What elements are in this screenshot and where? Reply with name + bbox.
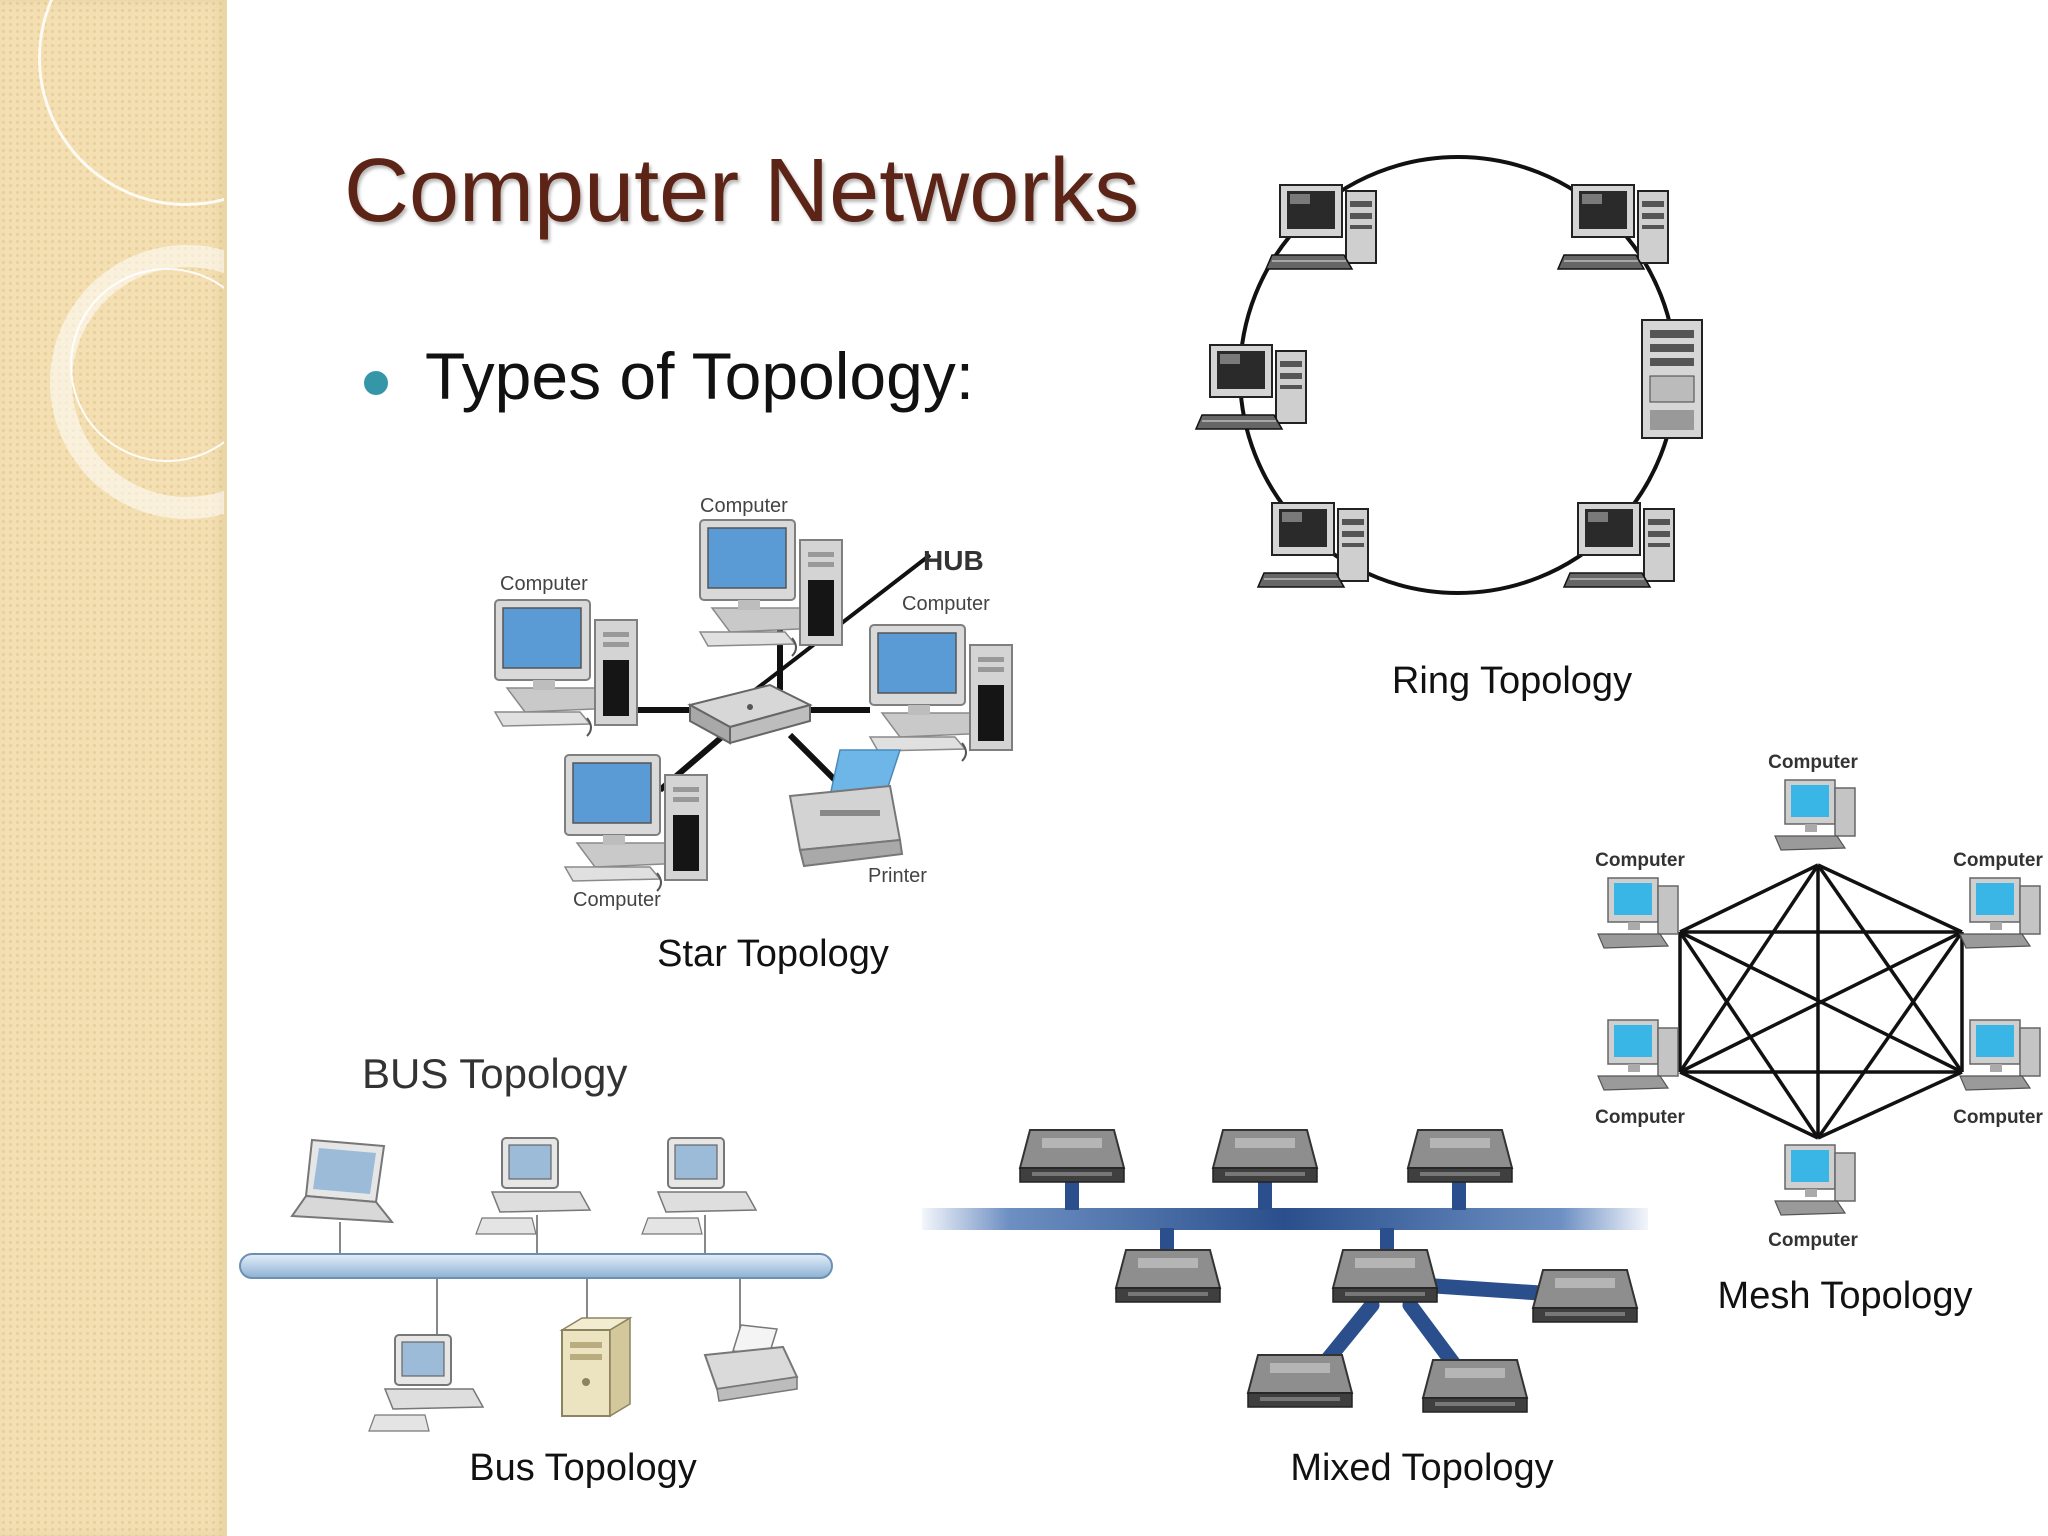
computer-icon [1563,502,1675,588]
sidebar-decoration [0,0,226,1536]
network-node-icon [1332,1249,1438,1303]
server-icon [559,1316,633,1418]
computer-icon [641,1137,757,1235]
computer-label: Computer [1953,1107,2043,1128]
star-topology-diagram: Computer Computer Computer Computer Prin… [494,495,1013,911]
bus-topology-caption: Bus Topology [469,1447,697,1489]
mesh-links [1678,863,1964,1140]
bullet-text: Types of Topology: [425,339,975,413]
computer-icon [475,1137,591,1235]
computer-label: Computer [1595,850,1685,871]
bullet-icon [364,371,388,395]
computer-label: Computer [1595,1107,1685,1128]
server-icon [1641,319,1703,439]
computer-icon [1597,877,1679,949]
computer-icon [1557,184,1669,270]
ring-topology-diagram [1195,155,1703,595]
computer-icon [1597,1019,1679,1091]
computer-icon [1265,184,1377,270]
computer-icon [368,1334,484,1432]
computer-label: Computer [573,889,661,911]
network-node-icon [1422,1359,1528,1413]
printer-icon [788,749,904,868]
slide-title: Computer Networks [344,141,1140,241]
network-node-icon [1115,1249,1221,1303]
mixed-topology-caption: Mixed Topology [1290,1447,1554,1489]
ring-topology-caption: Ring Topology [1391,660,1633,702]
computer-label: Computer [1768,1230,1858,1251]
computer-icon [1959,1019,2041,1091]
computer-icon [1959,877,2041,949]
network-node-icon [1247,1354,1353,1408]
backbone-cable [922,1208,1648,1230]
bus-cable [239,1253,833,1279]
printer-icon [703,1324,799,1402]
laptop-icon [290,1138,395,1224]
network-node-icon [1407,1129,1513,1183]
computer-icon [1195,344,1307,430]
computer-icon [1774,779,1856,851]
computer-icon [869,624,1013,762]
computer-label: Computer [500,573,588,595]
computer-icon [1257,502,1369,588]
computer-label: Computer [1953,850,2043,871]
computer-label: Computer [902,593,990,615]
network-node-icon [1532,1269,1638,1323]
mesh-topology-diagram: Computer Computer Computer Computer Comp… [1595,752,2043,1251]
computer-icon [1774,1144,1856,1216]
mixed-connectors [1065,1180,1466,1256]
sidebar-edge [224,0,227,1536]
bus-topology-diagram: BUS Topology [239,1050,833,1432]
computer-icon [494,599,638,737]
network-node-icon [1212,1129,1318,1183]
printer-label: Printer [868,865,927,887]
hub-label: HUB [923,545,984,576]
star-topology-caption: Star Topology [657,933,889,975]
hub-icon [687,683,813,745]
computer-icon [699,519,843,657]
network-node-icon [1019,1129,1125,1183]
bus-diagram-heading: BUS Topology [362,1050,627,1097]
bus-drop-lines [339,1215,741,1340]
mesh-topology-caption: Mesh Topology [1717,1275,1973,1317]
computer-label: Computer [1768,752,1858,773]
computer-label: Computer [700,495,788,517]
star-link [787,732,838,783]
computer-icon [564,754,708,892]
mixed-topology-diagram [922,1129,1648,1413]
